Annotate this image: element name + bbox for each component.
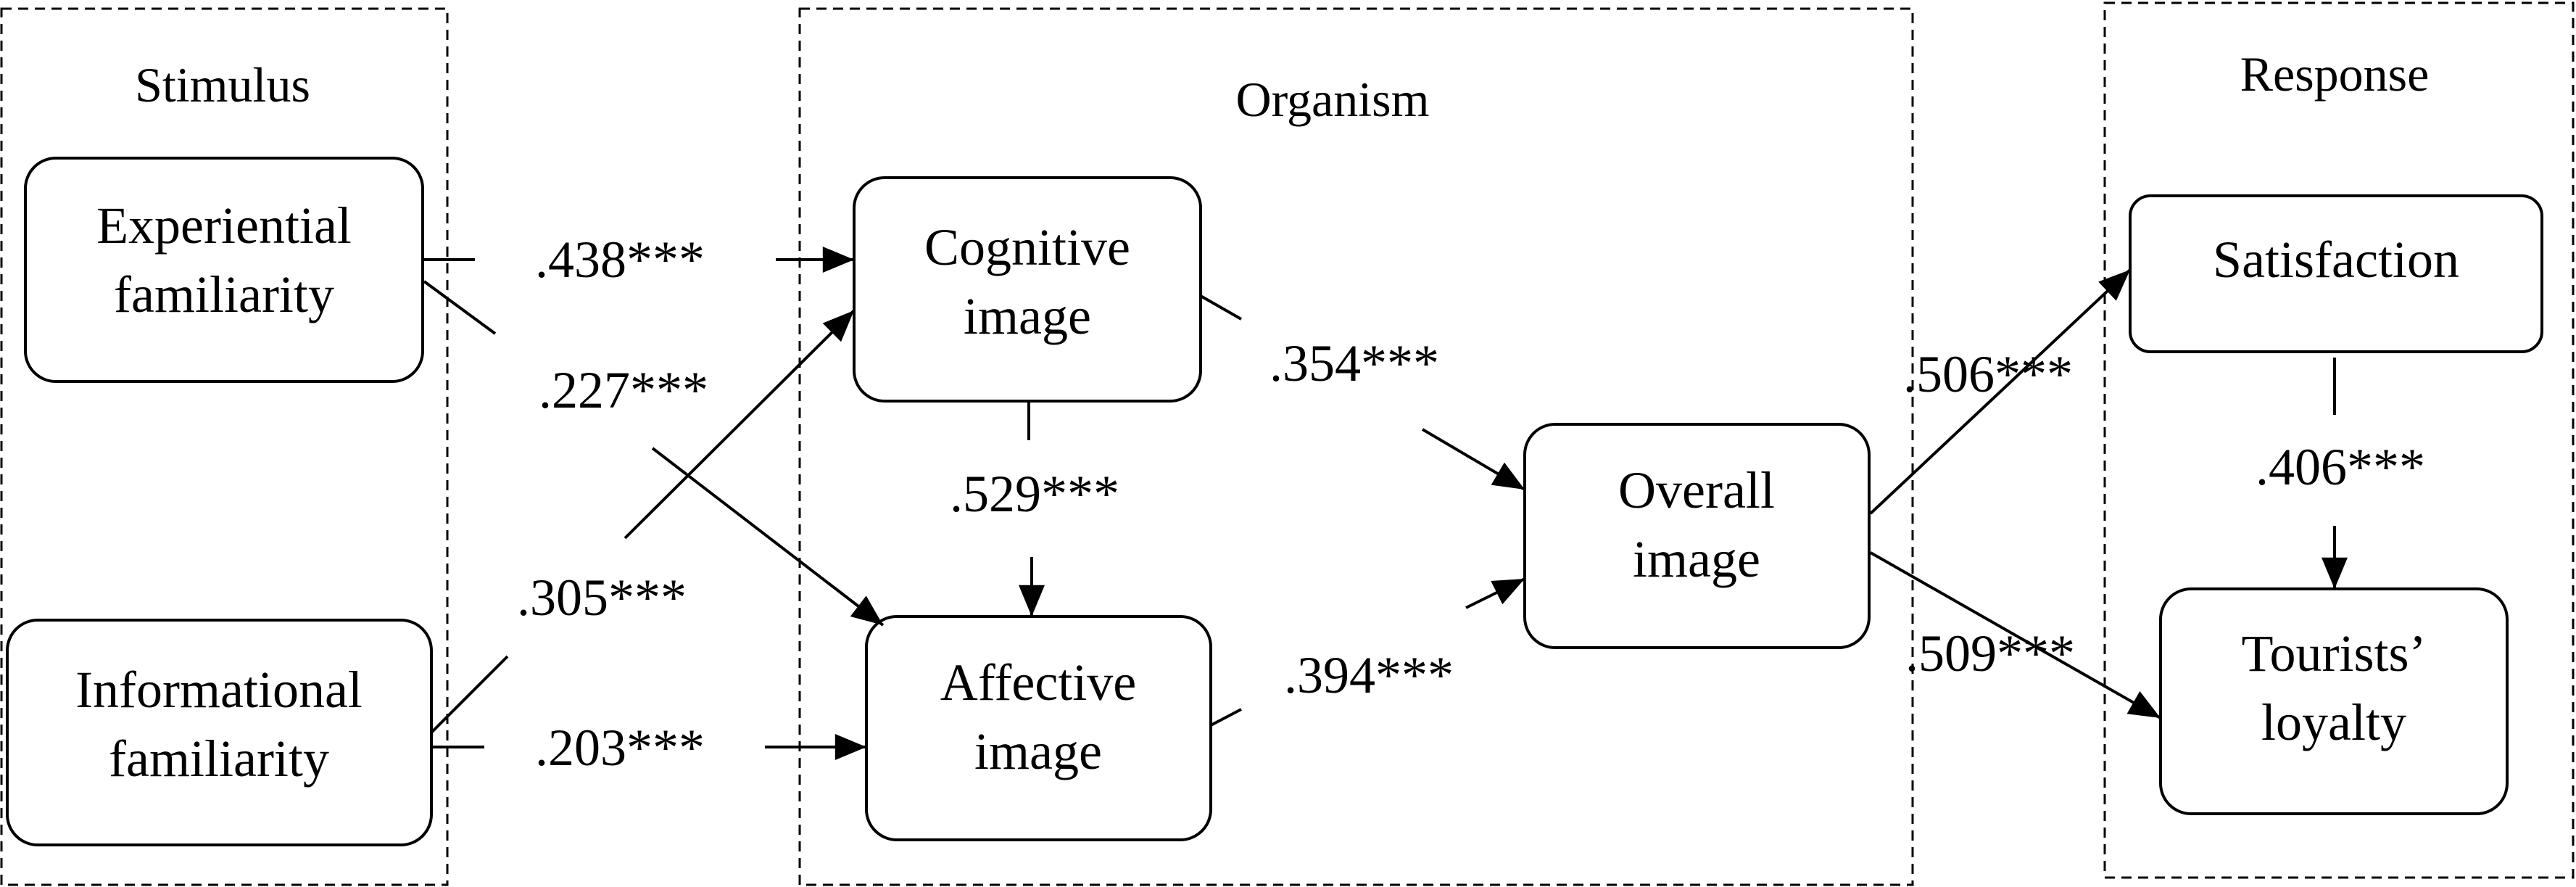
coef-cog-ovr: .354*** xyxy=(1270,334,1439,392)
edge-inf-cog-start xyxy=(430,655,509,734)
coef-inf-aff: .203*** xyxy=(535,719,705,777)
response-frame xyxy=(2103,1,2575,879)
edge-aff-ovr-start xyxy=(1210,708,1242,727)
edge-cog-ovr-start xyxy=(1200,294,1242,321)
edge-inf-cog-arrow xyxy=(624,309,856,540)
edge-exp-aff-arrow xyxy=(651,447,885,627)
overall-image-node xyxy=(1523,423,1871,649)
satisfaction-node xyxy=(2129,194,2543,353)
informational-label-line1: Informational xyxy=(75,661,363,719)
organism-title: Organism xyxy=(1236,72,1430,127)
overall-label-line2: image xyxy=(1633,530,1760,588)
coef-ovr-loy: .509*** xyxy=(1905,624,2075,682)
cognitive-label-line1: Cognitive xyxy=(924,218,1130,276)
experiential-familiarity-node xyxy=(24,157,424,383)
coef-ovr-sat: .506*** xyxy=(1903,345,2073,403)
informational-label-line2: familiarity xyxy=(109,730,329,788)
coef-cog-aff: .529*** xyxy=(950,465,1119,523)
loyalty-label-line2: loyalty xyxy=(2261,693,2406,751)
edge-exp-aff-start xyxy=(423,280,497,335)
experiential-label-line2: familiarity xyxy=(114,265,334,323)
organism-frame xyxy=(798,7,1914,886)
overall-label-line1: Overall xyxy=(1618,461,1775,519)
stimulus-frame xyxy=(0,7,449,886)
satisfaction-label: Satisfaction xyxy=(2213,231,2459,289)
affective-label-line1: Affective xyxy=(940,653,1137,711)
edge-aff-ovr-arrow xyxy=(1465,577,1525,609)
coef-inf-cog: .305*** xyxy=(517,569,687,627)
coef-aff-ovr: .394*** xyxy=(1284,646,1454,704)
experiential-label-line1: Experiential xyxy=(96,197,352,255)
cognitive-label-line2: image xyxy=(964,287,1091,345)
stimulus-title: Stimulus xyxy=(135,57,310,112)
edge-ovr-sat-arrow xyxy=(1869,268,2132,515)
loyalty-label-line1: Tourists’ xyxy=(2242,624,2427,682)
edge-ovr-loy-arrow xyxy=(1870,551,2161,719)
affective-image-node xyxy=(865,615,1212,841)
affective-label-line2: image xyxy=(974,722,1102,780)
coef-sat-loy: .406*** xyxy=(2256,438,2425,496)
coef-exp-cog: .438*** xyxy=(535,231,705,289)
coef-exp-aff: .227*** xyxy=(539,361,708,419)
response-title: Response xyxy=(2240,46,2430,102)
edge-cog-ovr-arrow xyxy=(1421,428,1526,491)
